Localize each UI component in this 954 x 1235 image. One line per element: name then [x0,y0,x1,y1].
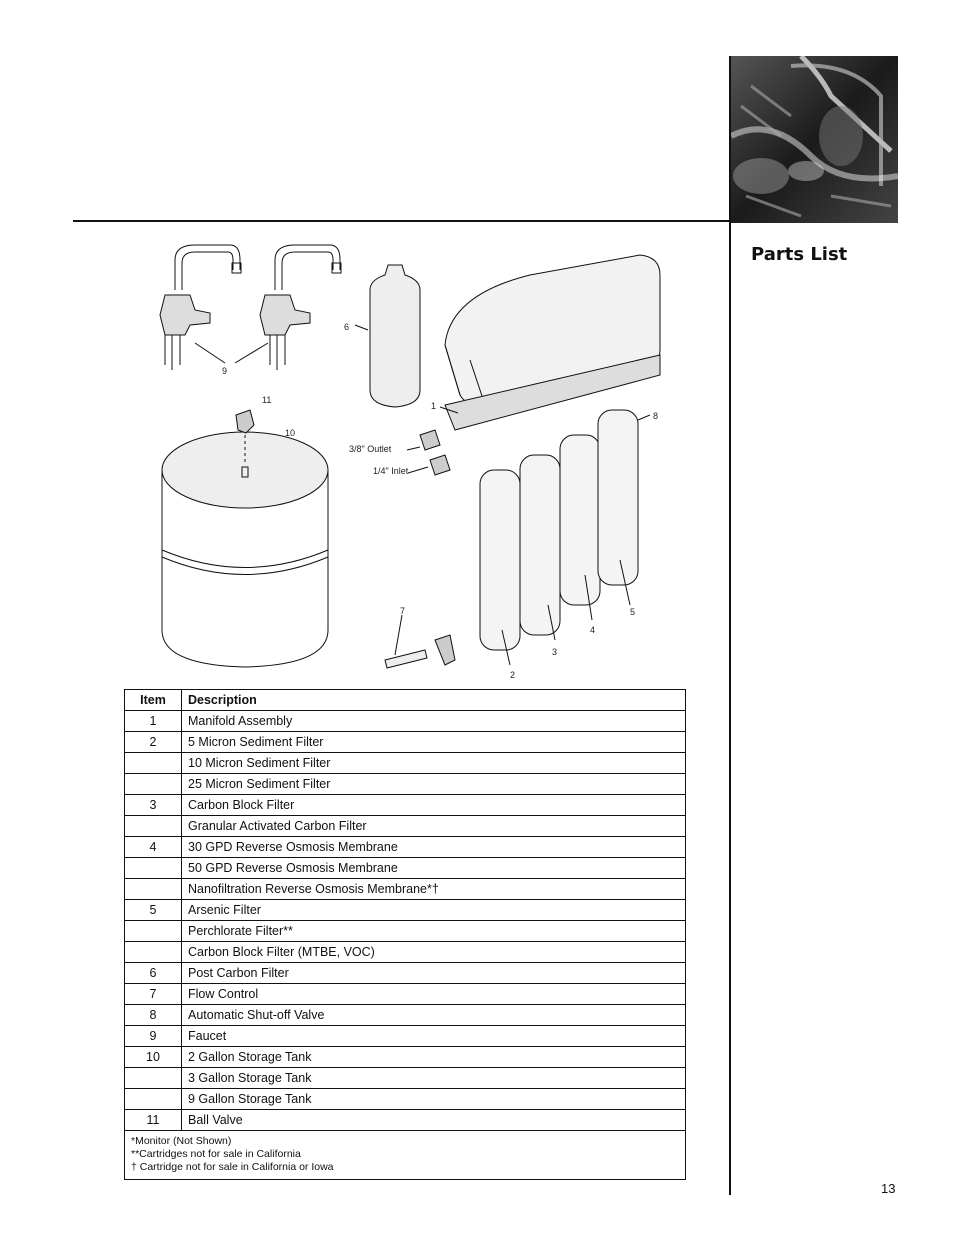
item-cell: 8 [124,1004,182,1026]
callout-3: 3 [552,647,557,657]
faucet-left [174,244,241,290]
item-cell [124,1067,182,1089]
header-item: Item [124,689,182,711]
table-row: Nanofiltration Reverse Osmosis Membrane*… [124,878,686,900]
header-photo [731,56,898,223]
description-cell: Manifold Assembly [181,710,686,732]
item-cell: 11 [124,1109,182,1131]
item-cell: 9 [124,1025,182,1047]
item-cell: 3 [124,794,182,816]
table-row: 9 Gallon Storage Tank [124,1088,686,1110]
callout-4: 4 [590,625,595,635]
table-row: 10 Micron Sediment Filter [124,752,686,774]
item-cell: 4 [124,836,182,858]
callout-11: 11 [262,395,271,405]
cartridge-2 [479,469,521,651]
page-number: 13 [881,1181,896,1196]
table-header-row: Item Description [124,689,686,711]
description-cell: Nanofiltration Reverse Osmosis Membrane*… [181,878,686,900]
description-cell: Carbon Block Filter [181,794,686,816]
cartridge-5 [597,409,639,586]
item-cell: 7 [124,983,182,1005]
table-row: 3 Gallon Storage Tank [124,1067,686,1089]
item-cell [124,1088,182,1110]
description-cell: Flow Control [181,983,686,1005]
description-cell: Granular Activated Carbon Filter [181,815,686,837]
parts-diagram: 1 2 3 4 5 6 7 8 9 10 11 3/8" Outlet 1/4"… [140,235,680,685]
description-cell: 2 Gallon Storage Tank [181,1046,686,1068]
callout-5: 5 [630,607,635,617]
description-cell: 5 Micron Sediment Filter [181,731,686,753]
description-cell: 30 GPD Reverse Osmosis Membrane [181,836,686,858]
callout-10: 10 [285,428,295,438]
item-cell [124,752,182,774]
callout-1: 1 [431,401,436,411]
table-row: Carbon Block Filter (MTBE, VOC) [124,941,686,963]
table-row: 50 GPD Reverse Osmosis Membrane [124,857,686,879]
item-cell: 6 [124,962,182,984]
item-cell [124,920,182,942]
notes-row: *Monitor (Not Shown) **Cartridges not fo… [124,1130,686,1180]
note-monitor: *Monitor (Not Shown) [131,1135,232,1147]
header-description: Description [181,689,686,711]
item-cell [124,857,182,879]
item-cell: 10 [124,1046,182,1068]
inlet-label: 1/4" Inlet [373,466,409,476]
horizontal-rule [73,220,729,222]
callout-2: 2 [510,670,515,680]
note-california-cartridges: **Cartridges not for sale in California [131,1148,301,1160]
ball-valve [235,409,255,434]
item-cell [124,815,182,837]
description-cell: Arsenic Filter [181,899,686,921]
item-cell: 1 [124,710,182,732]
item-cell [124,941,182,963]
description-cell: Perchlorate Filter** [181,920,686,942]
post-carbon-filter [369,264,421,408]
description-cell: Ball Valve [181,1109,686,1131]
item-cell: 5 [124,899,182,921]
faucet-right [274,244,341,290]
description-cell: 50 GPD Reverse Osmosis Membrane [181,857,686,879]
note-california-iowa: † Cartridge not for sale in California o… [131,1161,334,1173]
description-cell: 3 Gallon Storage Tank [181,1067,686,1089]
item-cell [124,878,182,900]
callout-8: 8 [653,411,658,421]
callout-9: 9 [222,366,227,376]
description-cell: Faucet [181,1025,686,1047]
description-cell: 25 Micron Sediment Filter [181,773,686,795]
section-title: Parts List [751,244,848,265]
description-cell: 10 Micron Sediment Filter [181,752,686,774]
description-cell: Automatic Shut-off Valve [181,1004,686,1026]
description-cell: Carbon Block Filter (MTBE, VOC) [181,941,686,963]
item-cell: 2 [124,731,182,753]
item-cell [124,773,182,795]
cartridge-4 [559,434,601,606]
table-row: Perchlorate Filter** [124,920,686,942]
callout-7: 7 [400,606,405,616]
callout-6: 6 [344,322,349,332]
table-row: 25 Micron Sediment Filter [124,773,686,795]
flow-control [384,649,428,669]
cartridge-3 [519,454,561,636]
table-row: Granular Activated Carbon Filter [124,815,686,837]
description-cell: Post Carbon Filter [181,962,686,984]
outlet-label: 3/8" Outlet [349,444,392,454]
notes-cell: *Monitor (Not Shown) **Cartridges not fo… [124,1130,686,1180]
vertical-rule [729,56,731,1195]
description-cell: 9 Gallon Storage Tank [181,1088,686,1110]
